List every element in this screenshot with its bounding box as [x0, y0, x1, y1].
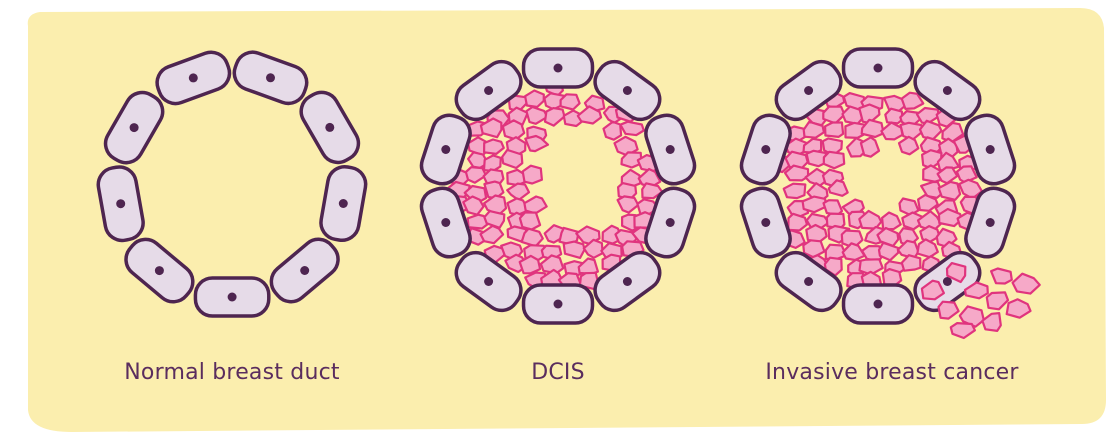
cancer-cell	[991, 269, 1012, 284]
cell-nucleus	[116, 199, 125, 208]
cell-nucleus	[623, 277, 632, 286]
cell-nucleus	[554, 64, 563, 73]
cell-nucleus	[666, 145, 675, 154]
cancer-cell	[900, 199, 919, 216]
cell-nucleus	[943, 86, 952, 95]
cancer-cell	[784, 184, 806, 198]
cancer-cell	[825, 123, 843, 137]
cell-nucleus	[986, 218, 995, 227]
cancer-cell	[561, 94, 580, 109]
dcis-label: DCIS	[531, 360, 585, 385]
cancer-cell	[885, 109, 902, 124]
cell-nucleus	[228, 293, 237, 302]
cell-nucleus	[441, 145, 450, 154]
cell-nucleus	[155, 266, 164, 275]
cell-nucleus	[666, 218, 675, 227]
cell-nucleus	[874, 300, 883, 309]
cell-nucleus	[761, 218, 770, 227]
cancer-cell	[824, 152, 844, 169]
cancer-cell	[523, 166, 542, 184]
cell-nucleus	[441, 218, 450, 227]
cell-nucleus	[484, 86, 493, 95]
normal-duct-label: Normal breast duct	[124, 360, 339, 385]
cell-nucleus	[623, 86, 632, 95]
cell-nucleus	[189, 73, 198, 82]
cell-nucleus	[761, 145, 770, 154]
cell-nucleus	[874, 64, 883, 73]
cancer-cell	[620, 122, 643, 135]
cell-nucleus	[804, 86, 813, 95]
cell-nucleus	[325, 123, 334, 132]
invasive-cancer-label: Invasive breast cancer	[765, 360, 1018, 385]
cell-nucleus	[986, 145, 995, 154]
cell-nucleus	[266, 73, 275, 82]
cell-nucleus	[484, 277, 493, 286]
cell-nucleus	[554, 300, 563, 309]
cell-nucleus	[804, 277, 813, 286]
cell-nucleus	[339, 199, 348, 208]
cancer-cell	[520, 212, 540, 229]
cell-nucleus	[130, 123, 139, 132]
cell-nucleus	[300, 266, 309, 275]
